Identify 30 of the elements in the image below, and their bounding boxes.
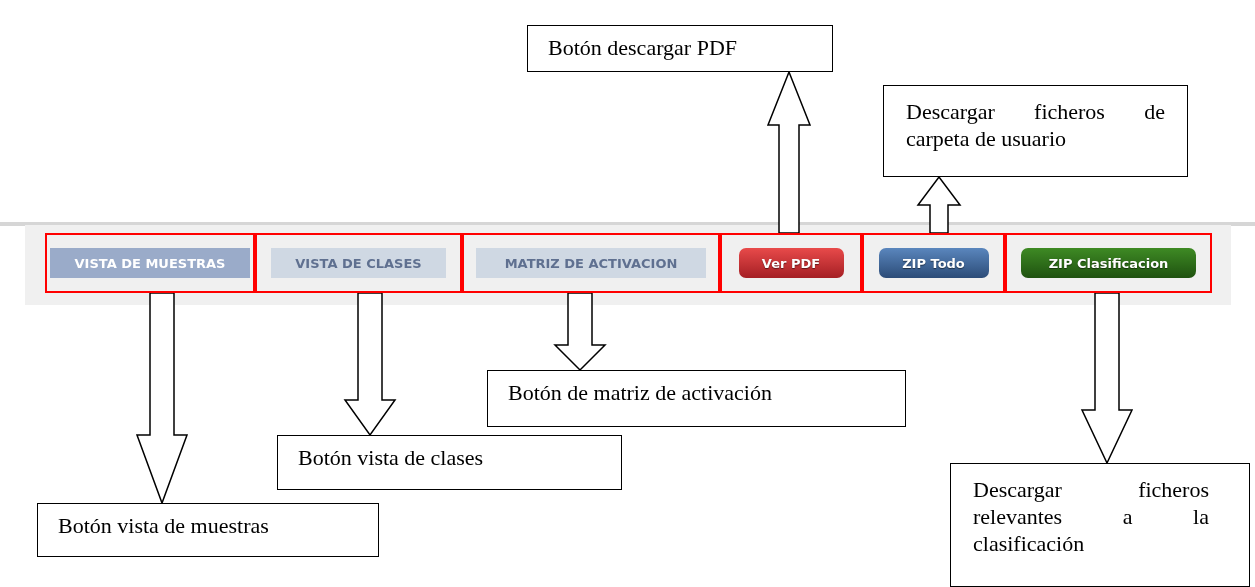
block-arrow (343, 292, 397, 437)
toolbar-cell (45, 233, 255, 293)
toolbar-cell (720, 233, 862, 293)
callout-box (277, 435, 622, 490)
callout-text: Botón de matriz de activación (508, 379, 773, 406)
callout-text: Descargar ficheros de carpeta de usuario (906, 98, 1165, 152)
block-arrow (135, 292, 189, 506)
callout-text: Botón vista de muestras (58, 512, 270, 539)
toolbar-cell (862, 233, 1005, 293)
toolbar-cell (1005, 233, 1212, 293)
callout-box (487, 370, 906, 427)
callout-box (950, 463, 1250, 587)
tab-button: MATRIZ DE ACTIVACION (476, 248, 706, 278)
button: ZIP Clasificacion (1021, 248, 1196, 278)
callout-box (527, 25, 833, 72)
callout-text: Botón vista de clases (298, 444, 485, 471)
tab-button: VISTA DE MUESTRAS (50, 248, 250, 278)
block-arrow (1080, 292, 1134, 465)
callout-text: Descargar ficheros relevantes a la clasificación (973, 476, 1209, 557)
button: ZIP Todo (878, 248, 989, 278)
callout-box (37, 503, 379, 557)
button: Ver PDF (738, 248, 844, 278)
tab-button: VISTA DE CLASES (271, 248, 446, 278)
block-arrow (766, 69, 812, 234)
toolbar-cell (255, 233, 462, 293)
callout-text: Botón descargar PDF (548, 34, 739, 61)
block-arrow (916, 175, 962, 234)
toolbar-cell (462, 233, 720, 293)
callout-box (883, 85, 1188, 177)
block-arrow (553, 292, 607, 372)
